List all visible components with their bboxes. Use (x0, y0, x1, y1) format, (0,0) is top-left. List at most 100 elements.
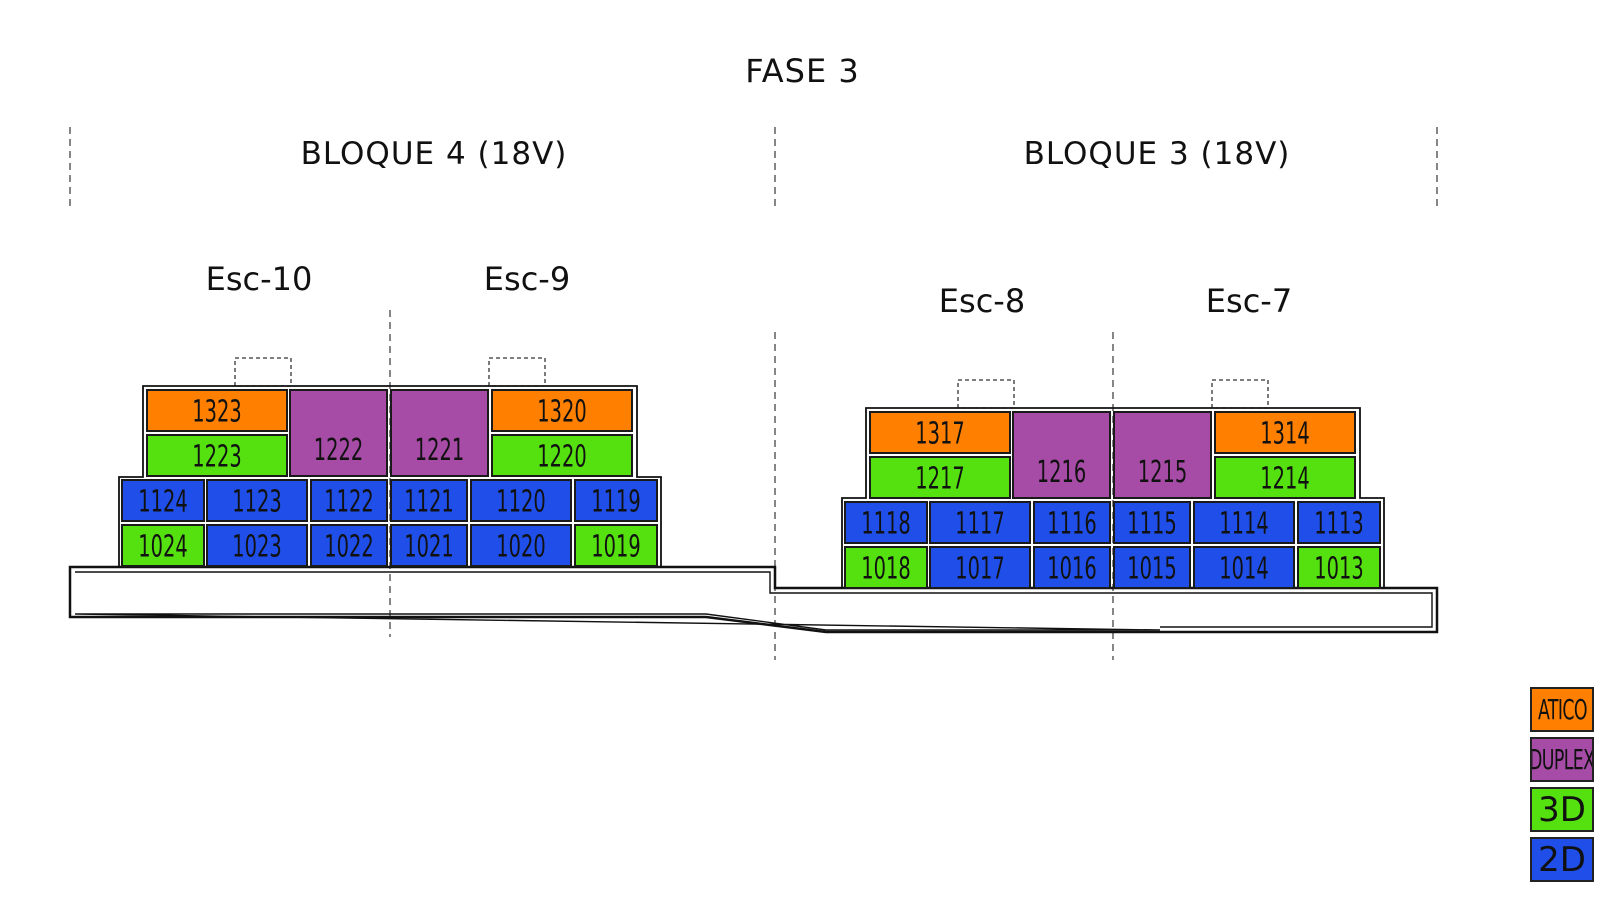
unit-1016: 1016 (1033, 546, 1111, 589)
legend-item-duplex: DUPLEX (1530, 737, 1594, 782)
unit-box-1124 (121, 479, 205, 522)
unit-label-1119: 1119 (591, 485, 640, 519)
unit-label-1018: 1018 (861, 552, 910, 586)
unit-box-1116 (1033, 501, 1111, 544)
section-divider-lines (69, 127, 1438, 660)
escalera-8-label: Esc-8 (938, 282, 1026, 320)
bloque-4-outline (118, 385, 662, 567)
unit-label-1020: 1020 (496, 530, 545, 564)
unit-box-1120 (470, 479, 572, 522)
unit-box-1016 (1033, 546, 1111, 589)
unit-label-1215: 1215 (1138, 456, 1187, 490)
unit-box-1013 (1297, 546, 1381, 589)
unit-label-1019: 1019 (591, 530, 640, 564)
legend-item-atico: ATICO (1530, 687, 1594, 732)
unit-box-1220 (491, 434, 633, 477)
unit-label-1013: 1013 (1314, 552, 1363, 586)
unit-label-1024: 1024 (138, 530, 187, 564)
legend-label-atico: ATICO (1537, 693, 1588, 726)
legend-item-3d: 3D (1530, 787, 1594, 832)
roof-box-esc-9 (488, 357, 546, 387)
unit-1120: 1120 (470, 479, 572, 522)
unit-1023: 1023 (206, 524, 308, 567)
unit-box-1215 (1113, 411, 1212, 499)
unit-1217: 1217 (869, 456, 1011, 499)
roof-box-esc-7 (1211, 379, 1269, 409)
unit-label-1220: 1220 (537, 440, 586, 474)
base-inner-outline (74, 571, 1433, 631)
unit-label-1113: 1113 (1314, 507, 1363, 541)
unit-box-1017 (929, 546, 1031, 589)
unit-1320: 1320 (491, 389, 633, 432)
unit-label-1114: 1114 (1219, 507, 1268, 541)
unit-label-1223: 1223 (192, 440, 241, 474)
unit-1015: 1015 (1113, 546, 1191, 589)
unit-label-1216: 1216 (1037, 456, 1086, 490)
unit-1323: 1323 (146, 389, 288, 432)
unit-label-1021: 1021 (404, 530, 453, 564)
unit-box-1323 (146, 389, 288, 432)
unit-label-1121: 1121 (404, 485, 453, 519)
legend-label-duplex: DUPLEX (1530, 743, 1594, 776)
unit-box-1020 (470, 524, 572, 567)
unit-label-1320: 1320 (537, 395, 586, 429)
unit-1118: 1118 (844, 501, 928, 544)
unit-box-1022 (310, 524, 388, 567)
unit-label-1118: 1118 (861, 507, 910, 541)
units-layer: 1323 1320 1223 1222 1221 1220 1124 1123 1122 1121… (121, 389, 1381, 589)
bloque-3-outline (841, 407, 1385, 588)
unit-1116: 1116 (1033, 501, 1111, 544)
escalera-7-label: Esc-7 (1205, 282, 1293, 320)
unit-1021: 1021 (390, 524, 468, 567)
diagram-title: FASE 3 (745, 52, 860, 90)
unit-label-1314: 1314 (1260, 417, 1309, 451)
base-platform (68, 565, 1439, 634)
bloque-4-label: BLOQUE 4 (18V) (300, 136, 568, 172)
unit-1317: 1317 (869, 411, 1011, 454)
unit-box-1023 (206, 524, 308, 567)
unit-label-1116: 1116 (1047, 507, 1096, 541)
unit-1013: 1013 (1297, 546, 1381, 589)
unit-1119: 1119 (574, 479, 658, 522)
unit-label-1022: 1022 (324, 530, 373, 564)
unit-box-1021 (390, 524, 468, 567)
unit-label-1014: 1014 (1219, 552, 1268, 586)
unit-label-1120: 1120 (496, 485, 545, 519)
unit-1314: 1314 (1214, 411, 1356, 454)
unit-label-1222: 1222 (314, 434, 363, 468)
unit-1020: 1020 (470, 524, 572, 567)
unit-label-1123: 1123 (232, 485, 281, 519)
unit-box-1217 (869, 456, 1011, 499)
unit-box-1015 (1113, 546, 1191, 589)
unit-box-1320 (491, 389, 633, 432)
legend-label-3d: 3D (1538, 789, 1586, 830)
building-outlines (118, 385, 1385, 588)
unit-1022: 1022 (310, 524, 388, 567)
unit-box-1223 (146, 434, 288, 477)
escalera-9-label: Esc-9 (483, 260, 571, 298)
unit-1117: 1117 (929, 501, 1031, 544)
unit-1017: 1017 (929, 546, 1031, 589)
roof-box-esc-10 (234, 357, 292, 387)
unit-1024: 1024 (121, 524, 205, 567)
unit-label-1323: 1323 (192, 395, 241, 429)
unit-label-1016: 1016 (1047, 552, 1096, 586)
unit-box-1113 (1297, 501, 1381, 544)
unit-label-1214: 1214 (1260, 462, 1309, 496)
unit-1216: 1216 (1012, 411, 1111, 499)
unit-box-1121 (390, 479, 468, 522)
unit-label-1221: 1221 (415, 434, 464, 468)
unit-box-1123 (206, 479, 308, 522)
unit-label-1015: 1015 (1127, 552, 1176, 586)
unit-1222: 1222 (289, 389, 388, 477)
unit-1124: 1124 (121, 479, 205, 522)
unit-box-1222 (289, 389, 388, 477)
unit-label-1023: 1023 (232, 530, 281, 564)
unit-1220: 1220 (491, 434, 633, 477)
unit-1123: 1123 (206, 479, 308, 522)
unit-1121: 1121 (390, 479, 468, 522)
unit-1114: 1114 (1193, 501, 1295, 544)
unit-1122: 1122 (310, 479, 388, 522)
unit-1214: 1214 (1214, 456, 1356, 499)
